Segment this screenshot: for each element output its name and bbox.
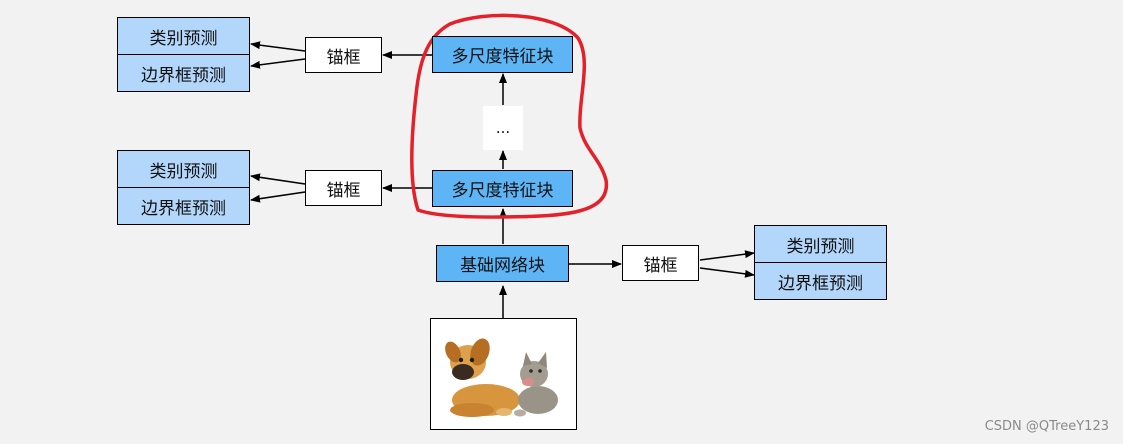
- input-image: [430, 318, 577, 430]
- class-prediction-box-top: 类别预测: [117, 17, 250, 55]
- arrow-anchor-to-class-mid: [250, 173, 306, 185]
- anchor-box-top: 锚框: [305, 37, 382, 73]
- red-highlight-outline: [409, 13, 609, 219]
- base-network-block: 基础网络块: [436, 245, 569, 282]
- watermark: CSDN @QTreeY123: [984, 419, 1109, 434]
- ellipsis: ...: [483, 106, 523, 150]
- multiscale-feature-block-top: 多尺度特征块: [432, 36, 573, 73]
- anchor-box-right: 锚框: [622, 245, 699, 281]
- arrow-anchor-to-bbox-mid: [250, 191, 306, 203]
- class-prediction-box-right: 类别预测: [754, 225, 887, 263]
- arrow-anchor-to-bbox-top: [250, 58, 306, 69]
- arrow-anchor-to-class-top: [250, 41, 306, 52]
- multiscale-feature-block-mid: 多尺度特征块: [432, 170, 573, 207]
- puppy-and-kitten-illustration: [433, 321, 574, 427]
- bbox-prediction-box-top: 边界框预测: [117, 54, 250, 92]
- arrow-anchor-to-class-right: [699, 250, 755, 261]
- anchor-box-mid: 锚框: [305, 170, 382, 206]
- bbox-prediction-box-mid: 边界框预测: [117, 187, 250, 225]
- arrow-anchor-to-bbox-right: [699, 267, 755, 278]
- bbox-prediction-box-right: 边界框预测: [754, 262, 887, 300]
- class-prediction-box-mid: 类别预测: [117, 150, 250, 188]
